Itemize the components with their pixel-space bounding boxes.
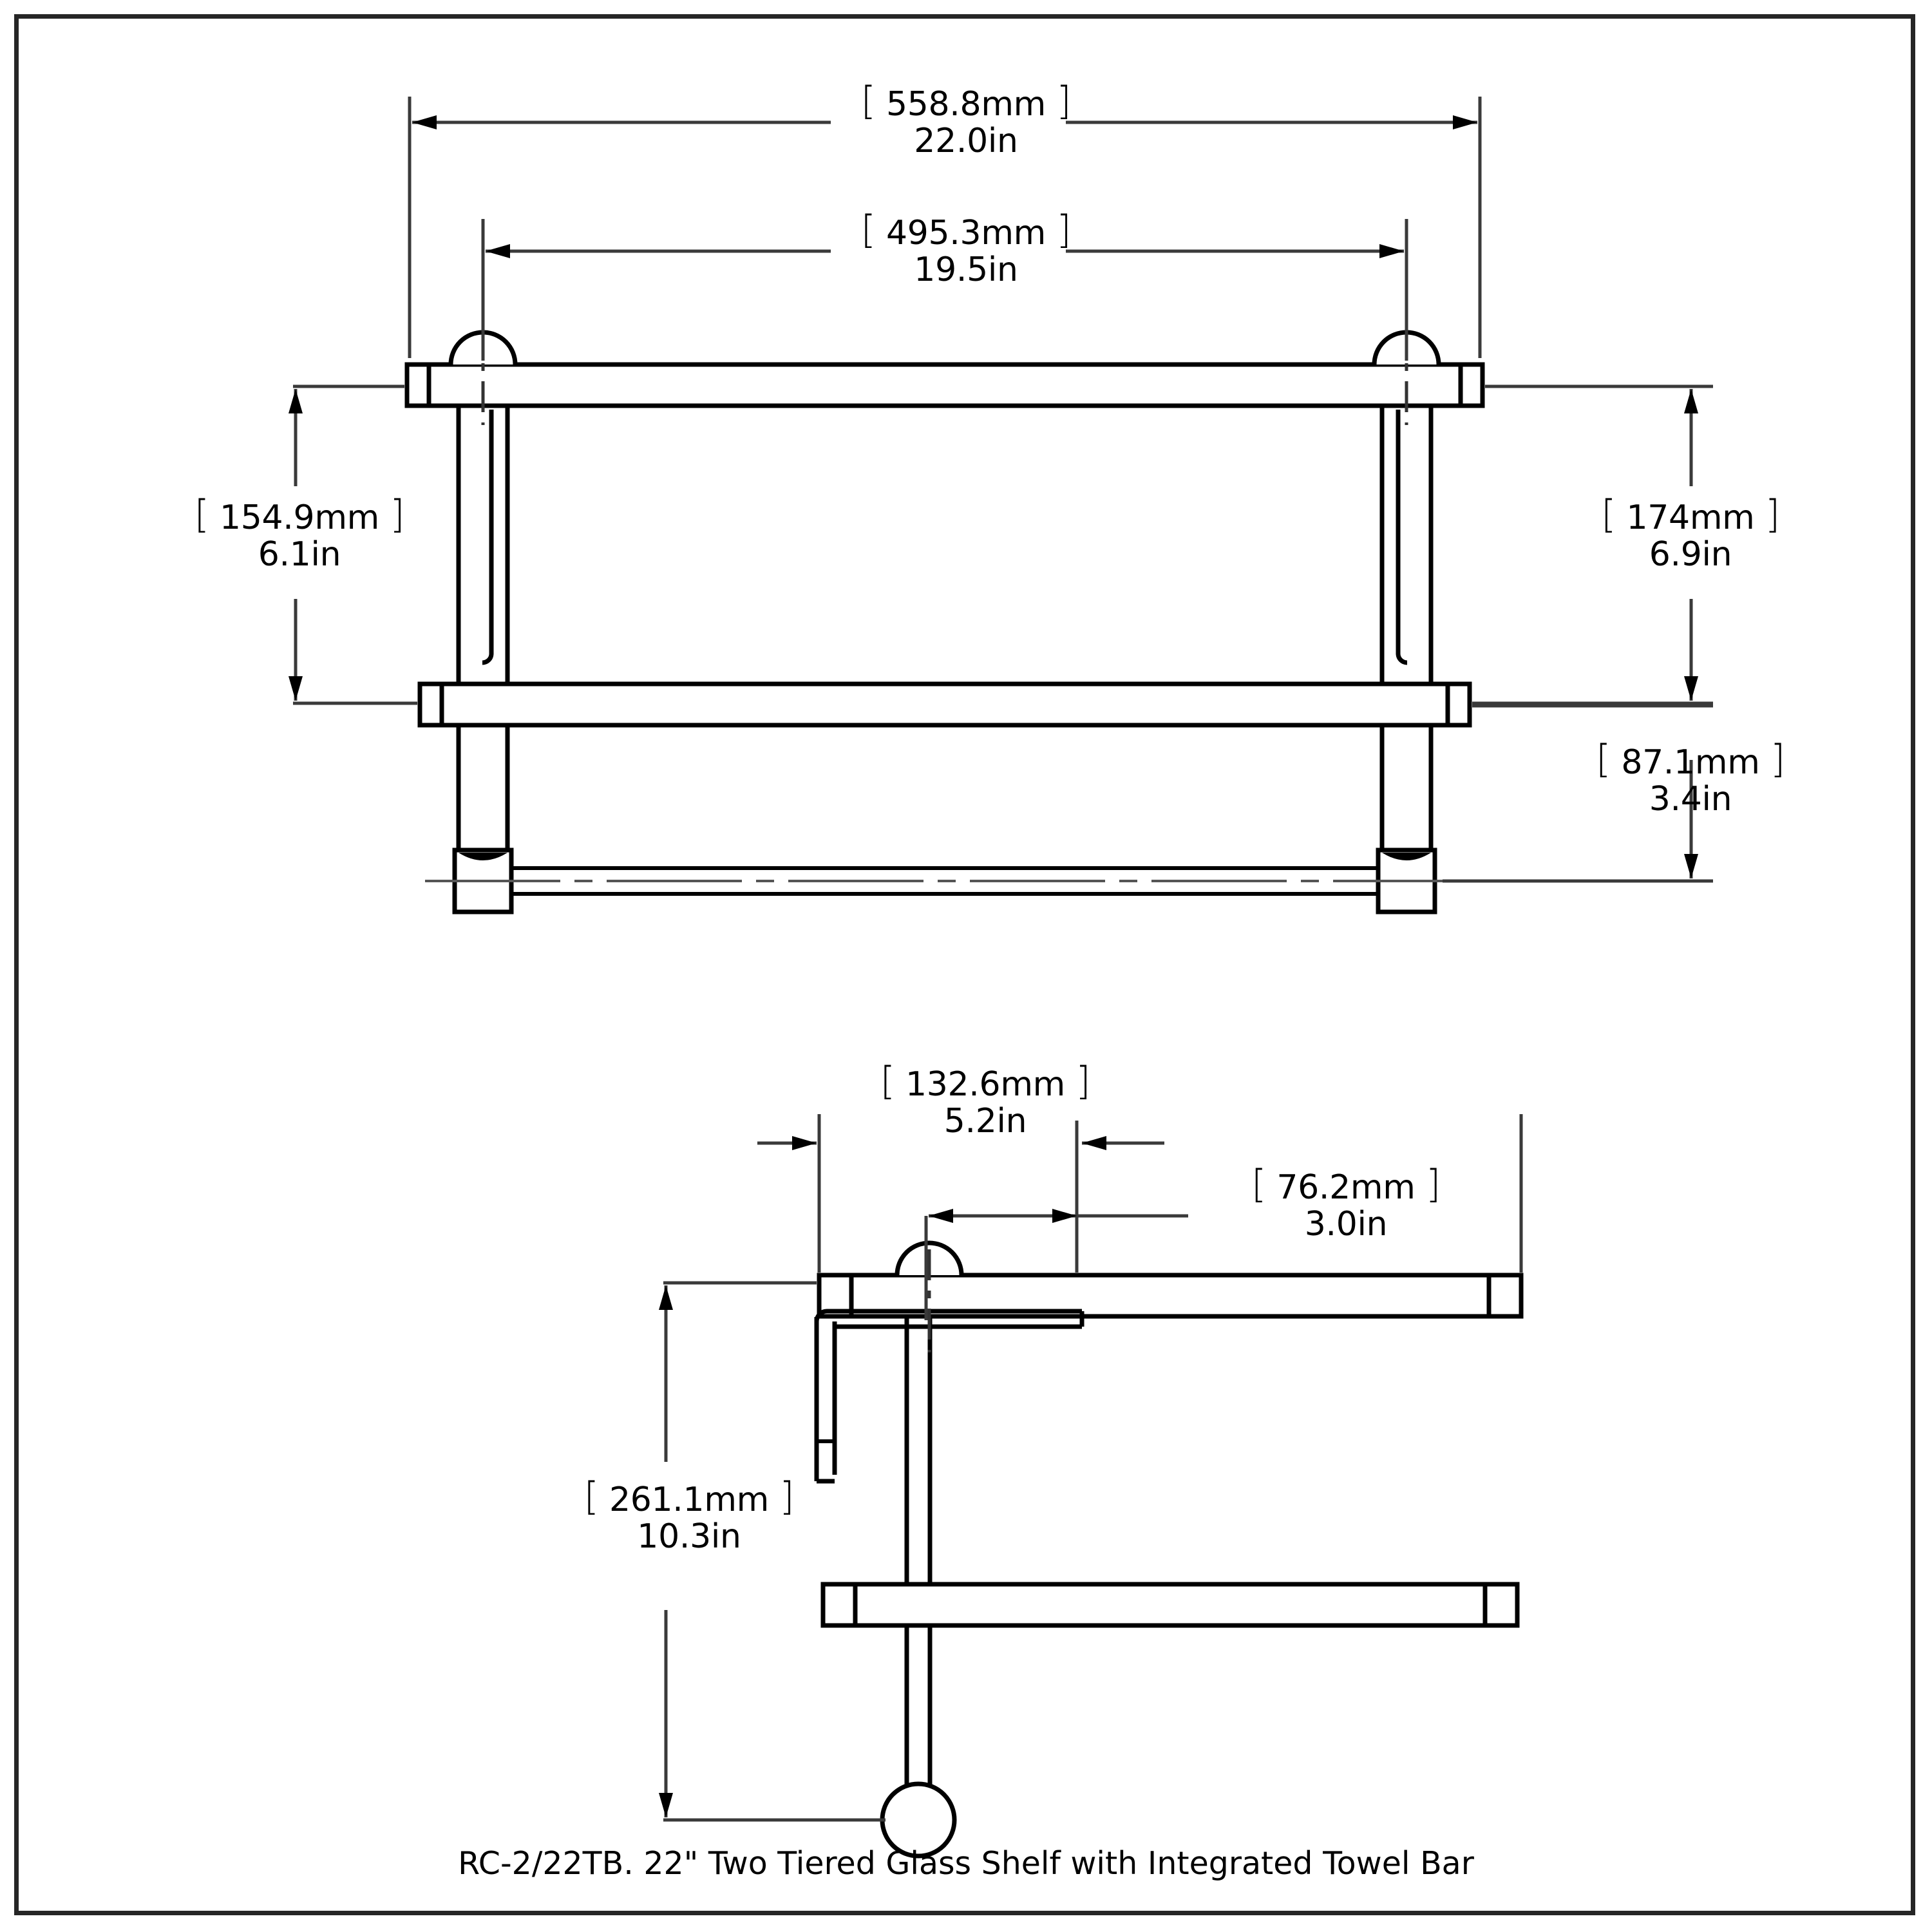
dim-value-in: 5.2in	[943, 1101, 1027, 1141]
bracket-close: ]	[1770, 737, 1785, 782]
dim-label-overall-width: [ 558.8mm ] 22.0in	[741, 79, 1191, 160]
bracket-open: [	[1251, 1162, 1267, 1207]
bracket-close: ]	[779, 1474, 795, 1519]
dim-value-mm: 132.6mm	[905, 1065, 1066, 1104]
dim-value-mm: 76.2mm	[1276, 1168, 1416, 1207]
dim-value-in: 6.1in	[258, 535, 341, 574]
dim-towel-bar-drop	[1443, 704, 1713, 883]
bracket-open: [	[1601, 492, 1616, 537]
dim-value-in: 3.0in	[1304, 1204, 1388, 1244]
bracket-close: ]	[1075, 1059, 1091, 1104]
dim-label-mount-spacing: [ 495.3mm ] 19.5in	[741, 209, 1191, 289]
front-top-shelf	[404, 362, 1485, 408]
dim-value-mm: 261.1mm	[609, 1481, 770, 1519]
dim-value-in: 19.5in	[914, 250, 1018, 289]
bracket-open: [	[194, 492, 209, 537]
dim-label-towel-bar-drop: [ 87.1mm ] 3.4in	[1520, 739, 1861, 819]
dim-overall-width	[408, 97, 1482, 358]
dim-label-upper-height: [ 174mm ] 6.9in	[1520, 494, 1861, 574]
bracket-close: ]	[1056, 79, 1072, 124]
dim-label-bracket-offset: [ 76.2mm ] 3.0in	[1166, 1164, 1526, 1244]
bracket-close: ]	[1765, 492, 1780, 537]
front-right-post	[1379, 404, 1434, 868]
side-wall-bracket	[814, 1309, 1084, 1484]
dim-label-shelf-depth: [ 132.6mm ] 5.2in	[792, 1061, 1179, 1141]
dim-overall-height	[659, 1281, 886, 1822]
front-towel-bar	[511, 866, 1378, 896]
dim-value-mm: 174mm	[1626, 498, 1755, 537]
side-middle-shelf	[820, 1582, 1520, 1628]
dim-label-shelf-gap: [ 154.9mm ] 6.1in	[119, 494, 480, 574]
dim-mount-spacing	[481, 219, 1408, 361]
bracket-open: [	[583, 1474, 599, 1519]
front-left-post	[456, 404, 510, 868]
bracket-close: ]	[390, 492, 405, 537]
front-middle-shelf	[417, 681, 1472, 728]
dim-value-mm: 495.3mm	[886, 214, 1046, 252]
dim-value-mm: 87.1mm	[1621, 743, 1760, 782]
dim-value-mm: 154.9mm	[219, 498, 380, 537]
side-post	[904, 1316, 933, 1797]
bracket-close: ]	[1056, 207, 1072, 252]
dim-upper-height	[1472, 384, 1713, 705]
drawing-border-frame	[14, 14, 1915, 1915]
dim-shelf-depth	[757, 1114, 1523, 1273]
dim-value-mm: 558.8mm	[886, 85, 1046, 124]
bracket-open: [	[880, 1059, 895, 1104]
bracket-close: ]	[1425, 1162, 1441, 1207]
dim-value-in: 3.4in	[1649, 779, 1732, 819]
bracket-open: [	[1596, 737, 1611, 782]
dim-bracket-offset	[924, 1209, 1188, 1320]
front-elevation-view	[404, 322, 1494, 914]
drawing-caption: RC-2/22TB. 22" Two Tiered Glass Shelf wi…	[458, 1845, 1474, 1882]
dim-value-in: 6.9in	[1649, 535, 1732, 574]
dim-shelf-gap	[289, 384, 417, 705]
dim-value-in: 22.0in	[914, 121, 1018, 160]
dim-value-in: 10.3in	[637, 1517, 741, 1556]
dim-label-overall-height: [ 261.1mm ] 10.3in	[496, 1476, 882, 1556]
bracket-open: [	[860, 207, 876, 252]
side-profile-view	[814, 1240, 1524, 1859]
bracket-open: [	[860, 79, 876, 124]
